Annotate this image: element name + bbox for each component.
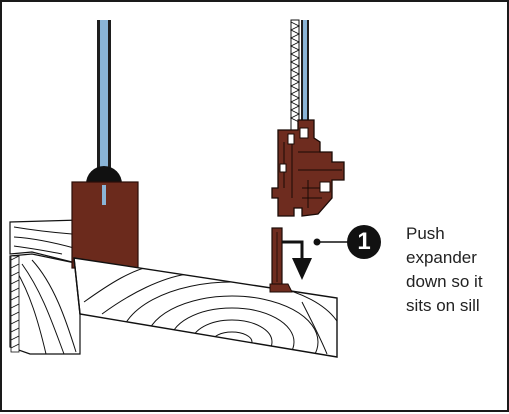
sill-board xyxy=(73,257,338,358)
left-cord xyxy=(97,20,111,188)
instruction-line: sits on sill xyxy=(406,296,480,315)
right-cord xyxy=(289,19,309,132)
instruction-text: Push expander down so it sits on sill xyxy=(406,222,506,318)
push-down-arrow-icon xyxy=(282,240,312,280)
step-number-badge: 1 xyxy=(347,225,381,259)
right-sash-profile xyxy=(271,119,345,217)
instruction-line: expander xyxy=(406,248,477,267)
left-sill-timber xyxy=(9,219,81,355)
left-sash-block xyxy=(71,166,139,269)
instruction-line: Push xyxy=(406,224,445,243)
callout-leader-icon xyxy=(313,238,348,246)
expander-strip xyxy=(269,227,293,293)
instruction-line: down so it xyxy=(406,272,483,291)
